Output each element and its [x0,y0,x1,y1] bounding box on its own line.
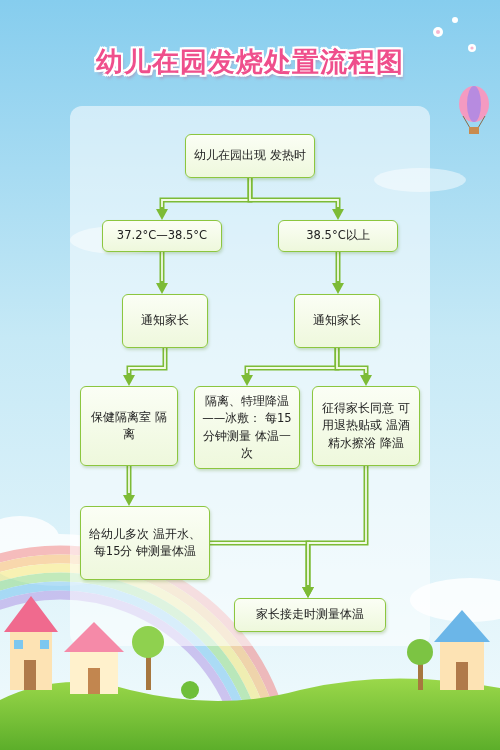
flow-arrow [162,252,163,283]
arrow-core [247,348,337,373]
arrow-outline [247,348,337,375]
node-text: 隔离、特理降温 ——冰敷： 每15分钟测量 体温一次 [202,393,292,462]
process-box: 通知家长 [122,294,208,348]
arrow-core [128,466,130,493]
node-text: 给幼儿多次 温开水、每15分 钟测量体温 [88,526,202,561]
flow-arrow [162,178,250,209]
arrow-outline [129,348,165,375]
flow-arrow [338,252,339,283]
process-box: 征得家长同意 可用退热贴或 温酒精水擦浴 降温 [312,386,420,466]
panel [70,106,430,646]
arrow-outline [127,466,132,495]
arrow-outline [162,178,250,209]
process-box: 家长接走时测量体温 [234,598,386,632]
arrow-outline [210,543,308,587]
trees [132,626,433,699]
flow-arrow [308,466,366,587]
node-text: 通知家长 [313,312,361,329]
process-box: 给幼儿多次 温开水、每15分 钟测量体温 [80,506,210,580]
arrow-core [210,543,308,585]
arrow-core [308,466,366,585]
title: 幼儿在园发烧处置流程图 [20,44,480,80]
node-text: 37.2°C—38.5°C [117,227,207,244]
arrow-core [337,348,366,373]
flow-arrow [129,348,165,375]
arrow-core [129,348,165,373]
node-text: 家长接走时测量体温 [256,606,364,623]
node-text: 保健隔离室 隔离 [88,409,170,444]
node-text: 38.5°C以上 [306,227,369,244]
arrow-outline [160,252,165,283]
arrow-outline [250,178,338,209]
node-text: 幼儿在园出现 发热时 [194,147,306,164]
process-box: 37.2°C—38.5°C [102,220,222,252]
arrow-core [250,178,338,207]
process-box: 保健隔离室 隔离 [80,386,178,466]
node-text: 通知家长 [141,312,189,329]
balloon [459,86,489,134]
arrow-outline [336,252,341,283]
flow-arrow [210,543,308,587]
process-box: 幼儿在园出现 发热时 [185,134,315,178]
flow-arrow [247,348,337,375]
flow-arrow [129,466,130,495]
arrow-core [162,178,250,207]
process-box: 隔离、特理降温 ——冰敷： 每15分钟测量 体温一次 [194,386,300,469]
arrow-core [337,252,339,281]
arrow-core [161,252,163,281]
flow-arrow [250,178,338,209]
process-box: 通知家长 [294,294,380,348]
flowers [433,17,476,52]
arrow-outline [337,348,366,375]
process-box: 38.5°C以上 [278,220,398,252]
node-text: 征得家长同意 可用退热贴或 温酒精水擦浴 降温 [320,400,412,452]
houses [4,596,490,694]
arrow-outline [308,466,366,587]
flow-arrow [337,348,366,375]
